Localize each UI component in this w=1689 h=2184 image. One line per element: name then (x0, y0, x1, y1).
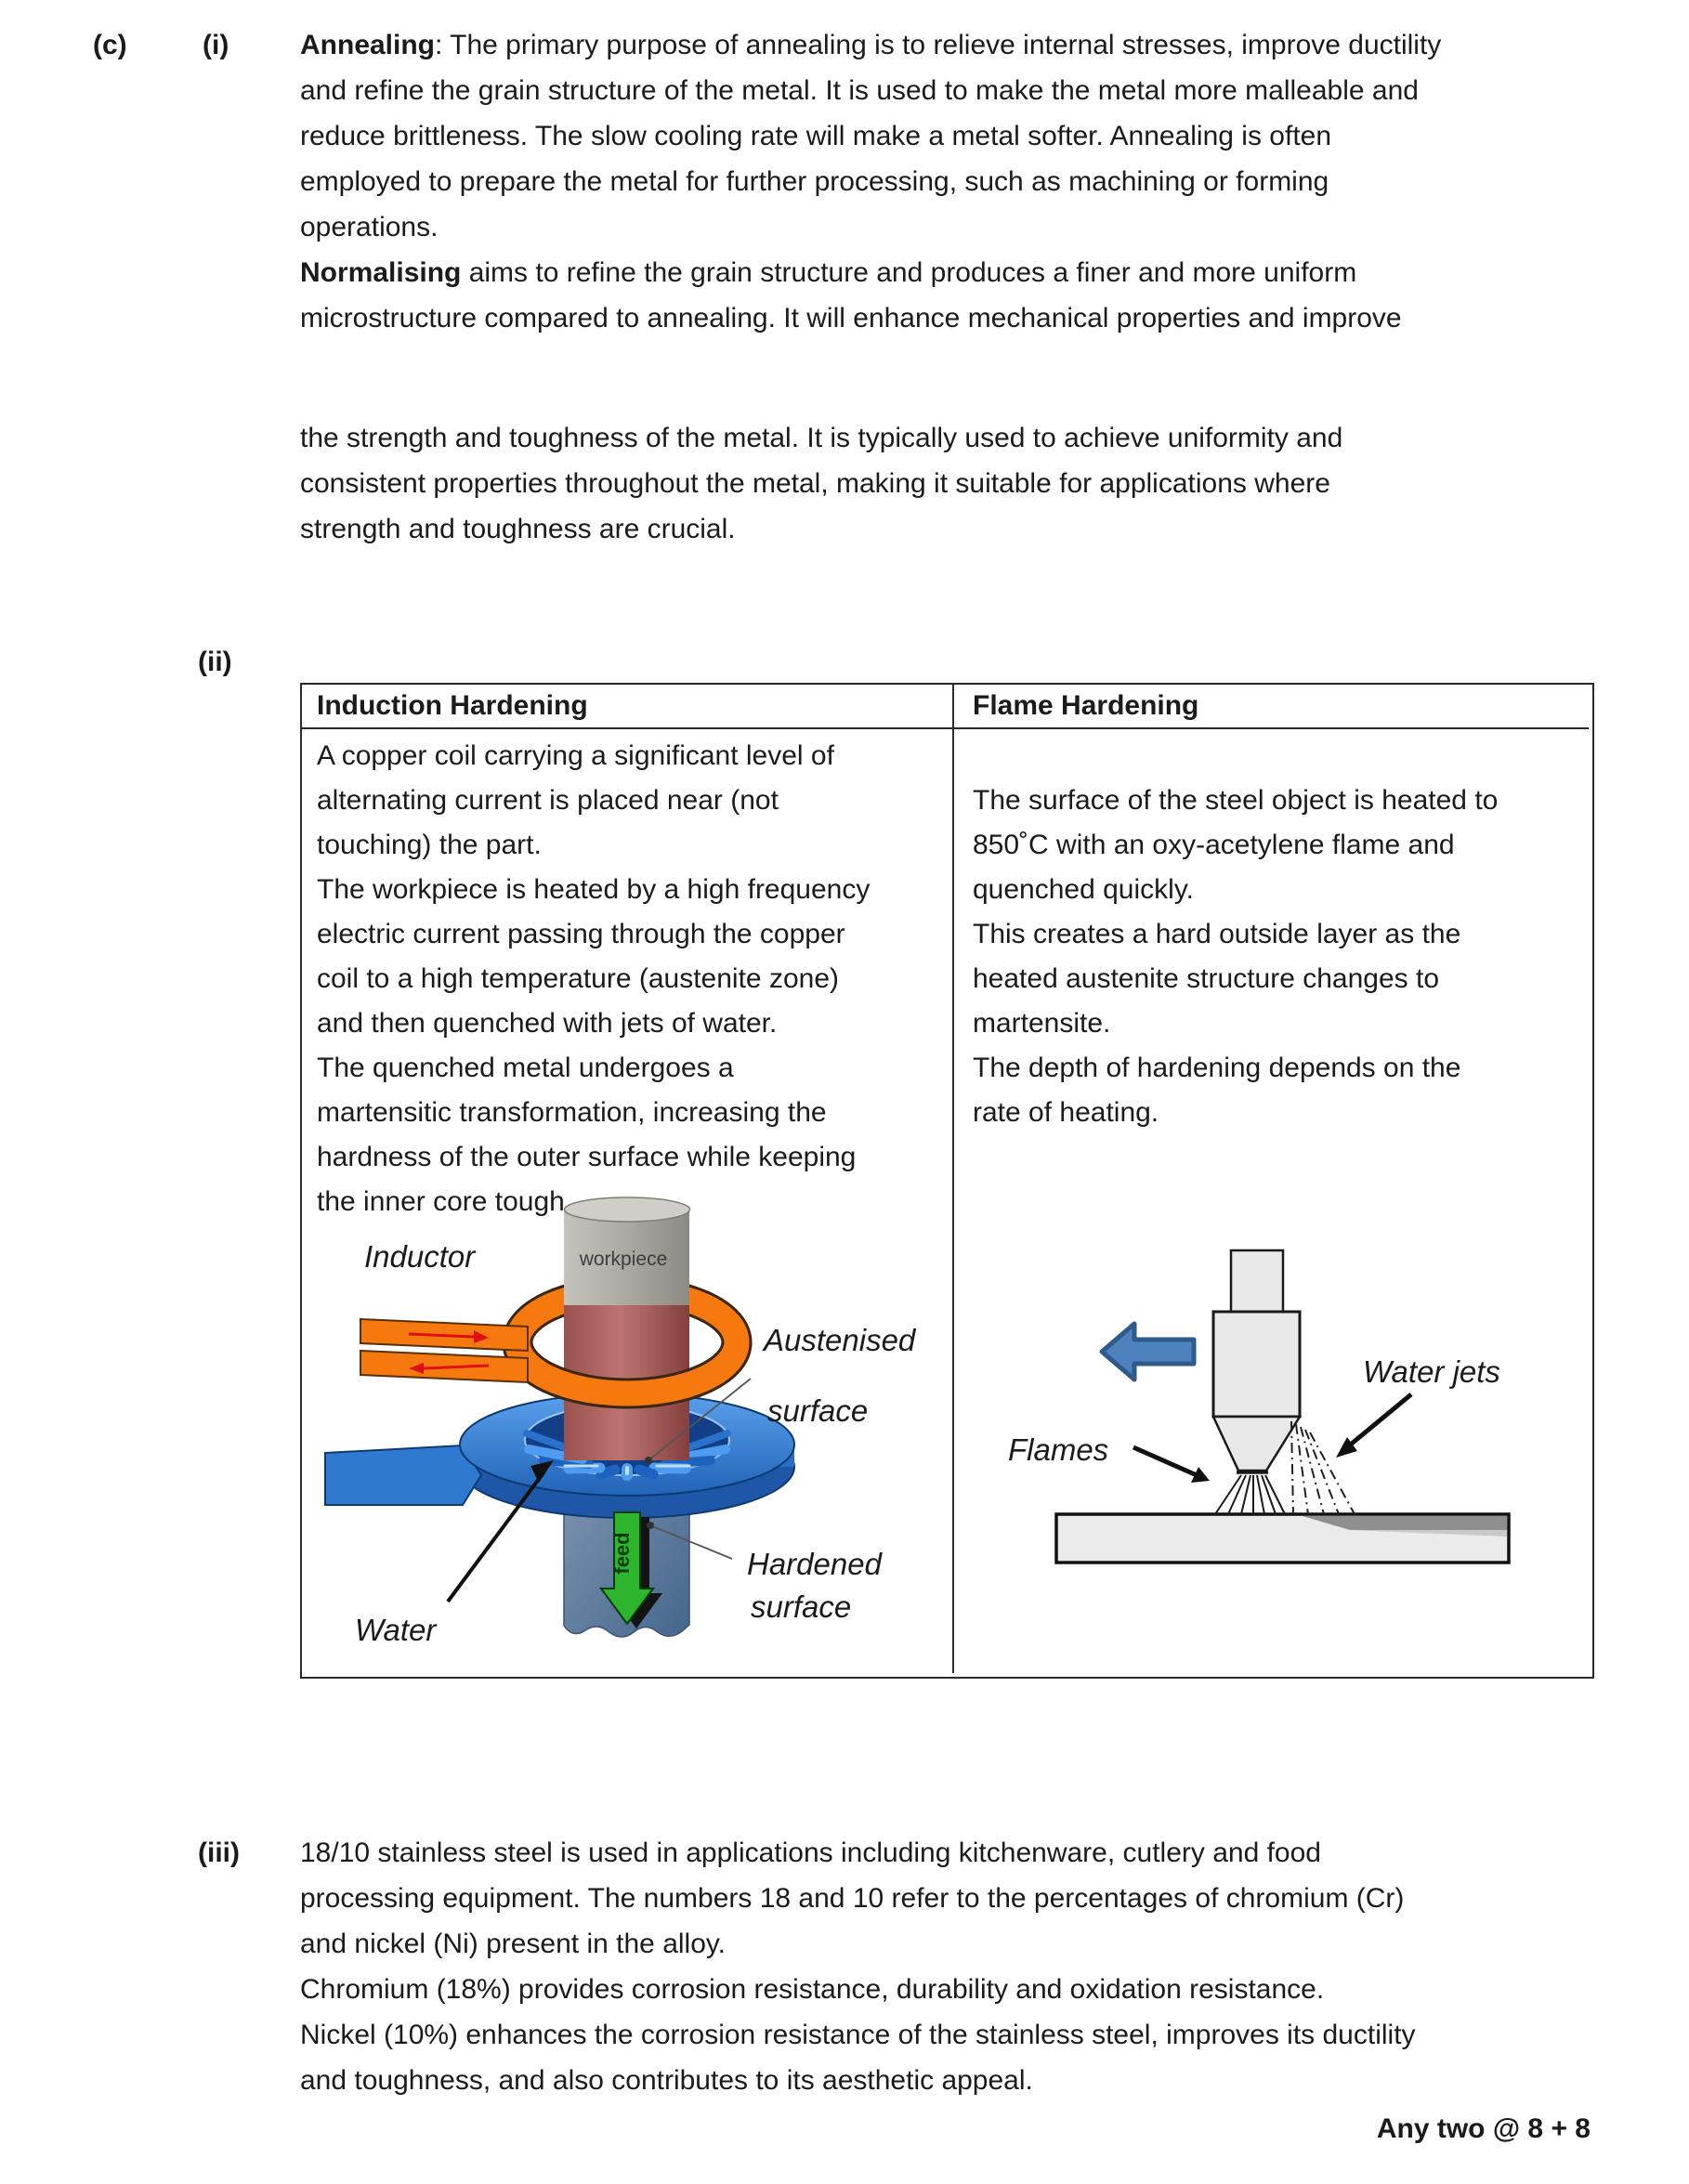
flame-hardening-diagram: Water jets Flames (1008, 1249, 1511, 1564)
cell-line: The quenched metal undergoes a (317, 1053, 734, 1083)
quench-ring-feed-arm (324, 1444, 483, 1506)
paragraph-line: and refine the grain structure of the me… (300, 75, 1419, 106)
label-c: (c) (93, 30, 127, 60)
paragraph-line: consistent properties throughout the met… (300, 468, 1330, 499)
cell-line: heated austenite structure changes to (973, 963, 1440, 994)
paragraph-line: Annealing: The primary purpose of anneal… (300, 22, 1591, 68)
water-arrow-line (446, 1470, 546, 1603)
annealing-term: Annealing (300, 30, 436, 60)
paragraph-line: 18/10 stainless steel is used in applica… (300, 1837, 1321, 1868)
paragraph-line: Normalising aims to refine the grain str… (300, 250, 1591, 295)
water-label: Water (355, 1613, 438, 1647)
water-jet-lines (1290, 1420, 1355, 1515)
part-i-paragraph: Annealing: The primary purpose of anneal… (300, 22, 1591, 552)
cell-line: This creates a hard outside layer as the (973, 919, 1461, 949)
hardened-band (1303, 1516, 1507, 1530)
cell-line: hardness of the outer surface while keep… (317, 1142, 857, 1172)
cell-line: electric current passing through the cop… (317, 919, 845, 949)
paragraph-line: processing equipment. The numbers 18 and… (300, 1883, 1405, 1914)
cell-line: rate of heating. (973, 1097, 1159, 1128)
workpiece-grey-body (564, 1210, 689, 1306)
inductor-feed-bars (360, 1317, 529, 1384)
annealing-sep: : (435, 30, 451, 60)
cell-line: The surface of the steel object is heate… (973, 785, 1499, 816)
cell-line: 850˚C with an oxy-acetylene flame and (973, 830, 1455, 860)
paragraph-line: reduce brittleness. The slow cooling rat… (300, 121, 1332, 151)
part-iii-paragraph: 18/10 stainless steel is used in applica… (300, 1830, 1591, 2103)
water-arrowhead (530, 1460, 554, 1483)
normalising-term: Normalising (300, 257, 462, 288)
current-arrowhead-left (409, 1363, 424, 1374)
marks-note: Any two @ 8 + 8 (1376, 2113, 1591, 2144)
label-ii: (ii) (198, 647, 232, 677)
hardened-leader-line (649, 1524, 733, 1560)
travel-direction-arrow (1099, 1321, 1197, 1382)
paragraph-line: and nickel (Ni) present in the alloy. (300, 1929, 726, 1959)
current-arrow-left (423, 1364, 490, 1370)
cell-line: and then quenched with jets of water. (317, 1008, 778, 1039)
flames-label: Flames (1008, 1432, 1108, 1467)
paragraph-line: strength and toughness are crucial. (300, 514, 736, 544)
austenised-label-line1: Austenised (762, 1323, 917, 1357)
paragraph-line: employed to prepare the metal for furthe… (300, 166, 1329, 197)
normalising-line1: aims to refine the grain structure and p… (461, 257, 1357, 288)
flames-arrowhead (1191, 1467, 1210, 1483)
cell-line: touching) the part. (317, 830, 542, 860)
label-i: (i) (203, 30, 229, 60)
cell-line: quenched quickly. (973, 874, 1194, 905)
hardened-band-light (1350, 1530, 1507, 1537)
column-header-induction: Induction Hardening (317, 690, 588, 721)
cell-line: The workpiece is heated by a high freque… (317, 874, 871, 905)
paragraph-line: Nickel (10%) enhances the corrosion resi… (300, 2020, 1416, 2050)
inductor-coil-front (504, 1341, 750, 1406)
austenised-leader-dot (645, 1457, 652, 1464)
water-jets-label: Water jets (1363, 1354, 1500, 1389)
hardened-label-line1: Hardened (747, 1547, 884, 1581)
water-jets-arrowhead (1336, 1437, 1357, 1458)
annealing-line1: The primary purpose of annealing is to r… (450, 30, 1442, 60)
cell-line: the inner core tough. (317, 1186, 573, 1217)
cell-line: martensite. (973, 1008, 1111, 1039)
hardened-leader-dot (647, 1522, 654, 1529)
torch-nozzle (1211, 1249, 1303, 1474)
workpiece-label: workpiece (579, 1249, 668, 1270)
cell-line: coil to a high temperature (austenite zo… (317, 963, 839, 994)
workpiece-top-ellipse (563, 1197, 691, 1223)
column-header-flame: Flame Hardening (973, 690, 1199, 721)
hardened-label-line2: surface (751, 1589, 851, 1624)
cell-line: The depth of hardening depends on the (973, 1053, 1461, 1083)
water-jets-arrow-line (1345, 1393, 1413, 1449)
current-arrowhead-right (474, 1330, 489, 1343)
flames-arrow-line (1132, 1445, 1198, 1478)
induction-cell-text: A copper coil carrying a significant lev… (317, 734, 870, 1224)
cell-line: A copper coil carrying a significant lev… (317, 740, 834, 771)
austenised-label-line2: surface (767, 1393, 868, 1428)
current-arrow-right (408, 1332, 475, 1339)
inductor-label: Inductor (364, 1239, 477, 1274)
induction-hardening-diagram: workpiece feed Inductor Austenised surfa… (324, 1197, 917, 1647)
paragraph-line: Chromium (18%) provides corrosion resist… (300, 1974, 1325, 2005)
paragraph-line: and toughness, and also contributes to i… (300, 2065, 1033, 2096)
hardening-comparison-table: Induction Hardening Flame Hardening A co… (300, 683, 1594, 1679)
paragraph-line: microstructure compared to annealing. It… (300, 303, 1402, 333)
feed-label: feed (610, 1532, 634, 1574)
table-column-divider (952, 685, 954, 1673)
table-header-divider (302, 727, 1589, 729)
label-iii: (iii) (198, 1837, 240, 1868)
cell-line: alternating current is placed near (not (317, 785, 779, 816)
austenised-leader-line (648, 1378, 752, 1461)
cell-line: martensitic transformation, increasing t… (317, 1097, 827, 1128)
paragraph-line: operations. (300, 212, 439, 242)
feed-arrow: feed (599, 1511, 662, 1628)
flame-cell-text: The surface of the steel object is heate… (973, 778, 1498, 1135)
flame-lines (1214, 1474, 1286, 1515)
paragraph-line: the strength and toughness of the metal.… (300, 423, 1343, 453)
